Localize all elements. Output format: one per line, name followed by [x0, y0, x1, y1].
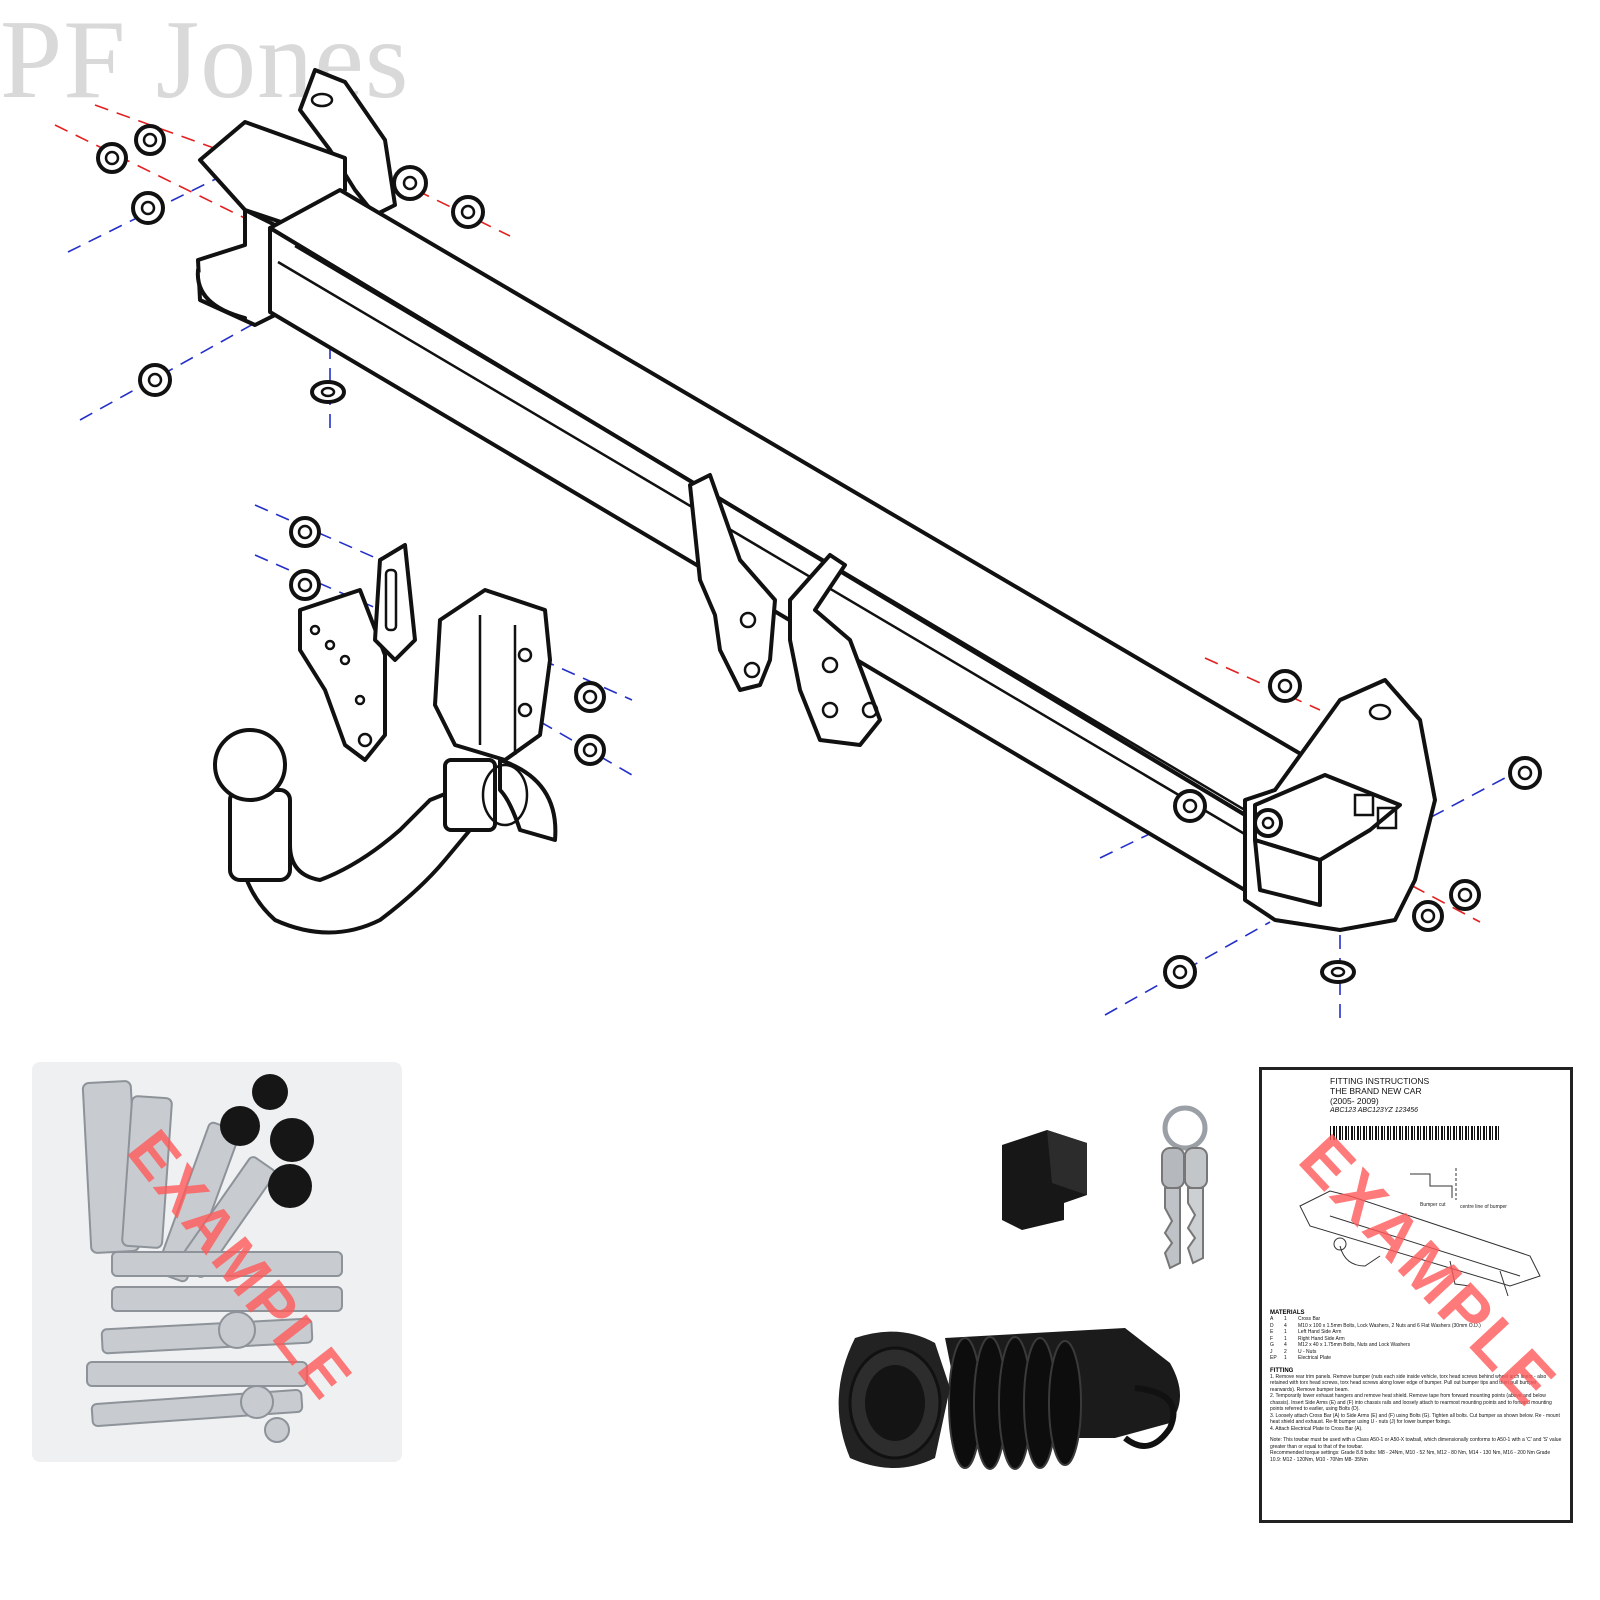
washer [289, 569, 321, 601]
washer [574, 734, 606, 766]
instructions-part-codes: ABC123 ABC123YZ 123456 [1330, 1107, 1419, 1114]
mini-label-centre: centre line of bumper [1460, 1204, 1507, 1210]
washer [451, 195, 485, 229]
washer [392, 165, 428, 201]
fixings-bag [32, 1062, 402, 1462]
instructions-years: (2005- 2009) [1330, 1096, 1379, 1106]
swan-neck-towball [213, 728, 558, 935]
washer [138, 363, 172, 397]
centre-brackets [688, 473, 882, 747]
washer [1508, 756, 1542, 790]
towbar-electrical-socket-icon [838, 1328, 1180, 1470]
washer [1173, 789, 1207, 823]
towbar-exploded-diagram-icon [54, 68, 1542, 1025]
washer [1268, 669, 1302, 703]
fixings-bag-icon [81, 1074, 343, 1443]
towball-keys-icon [1161, 1105, 1208, 1270]
washer [1320, 960, 1356, 984]
washer [1412, 900, 1444, 932]
fitting-heading: FITTING [1270, 1367, 1294, 1374]
fitting-instructions-sheet: FITTING INSTRUCTIONS THE BRAND NEW CAR (… [1259, 1067, 1573, 1523]
towball-note: Note: This towbar must be used with a Cl… [1270, 1437, 1562, 1450]
electrical-plate [298, 543, 417, 762]
right-side-arm [1243, 678, 1437, 932]
neck-mounting-block [433, 588, 552, 762]
fitting-step: 4. Attach Electrical Plate to Cross Bar … [1270, 1425, 1363, 1432]
barcode [1330, 1126, 1500, 1140]
materials-heading: MATERIALS [1270, 1310, 1305, 1316]
washer [574, 681, 606, 713]
mini-towbar-diagram-icon: Bumper cut centre line of bumper [1299, 1168, 1541, 1297]
mini-label-bumper: Bumper cut [1420, 1202, 1446, 1208]
fitting-step: 2. Temporarily lower exhaust hangers and… [1270, 1393, 1552, 1412]
torque-settings: Recommended torque settings: Grade 8.8 b… [1270, 1450, 1551, 1463]
fitting-step: 3. Loosely attach Cross Bar (A) to Side … [1270, 1412, 1560, 1426]
fitting-step: 1. Remove rear trim panels. Remove bumpe… [1270, 1373, 1547, 1393]
washer [1253, 808, 1283, 838]
instructions-title: FITTING INSTRUCTIONS [1330, 1076, 1430, 1086]
washer [289, 516, 321, 548]
instructions-header: FITTING INSTRUCTIONS THE BRAND NEW CAR (… [1330, 1076, 1562, 1116]
electrical-socket-cover-icon [1002, 1130, 1087, 1230]
washers [96, 124, 1542, 989]
washer [131, 191, 165, 225]
washer [96, 142, 128, 174]
washer [1449, 879, 1481, 911]
washer [1163, 955, 1197, 989]
washer [310, 380, 346, 404]
instructions-vehicle: THE BRAND NEW CAR [1330, 1086, 1422, 1096]
washer [134, 124, 166, 156]
